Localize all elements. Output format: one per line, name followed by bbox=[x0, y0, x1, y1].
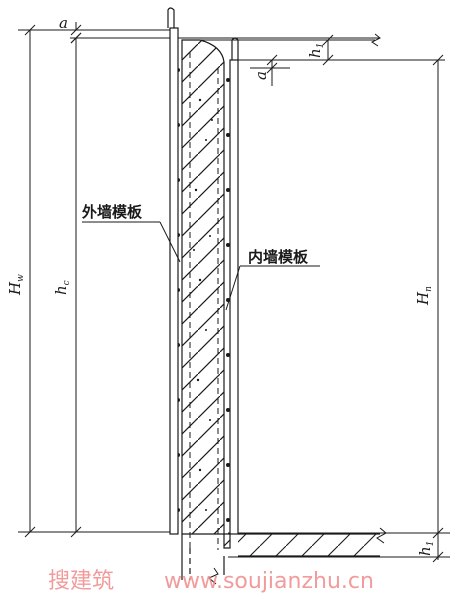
dim-h1-top-label: h1 bbox=[306, 43, 326, 58]
dimension-hc bbox=[70, 32, 82, 538]
leader-lines bbox=[82, 221, 320, 311]
reference-lines bbox=[18, 29, 450, 558]
outer-formwork-label: 外墙模板 bbox=[81, 203, 143, 221]
dim-hn-label: Hn bbox=[414, 286, 434, 306]
aggregate-dots bbox=[193, 98, 213, 511]
break-marks bbox=[208, 33, 387, 585]
dim-hw-label: Hw bbox=[6, 274, 26, 296]
bottom-slab bbox=[238, 533, 380, 557]
dimension-h1-top bbox=[322, 34, 334, 66]
outer-formwork-plank bbox=[167, 7, 179, 535]
dimension-a-top bbox=[70, 22, 82, 44]
inner-formwork-label: 内墙模板 bbox=[248, 248, 309, 266]
lower-wall-stub bbox=[181, 534, 225, 580]
dimension-h1-bottom bbox=[432, 533, 444, 563]
dimension-a-inner bbox=[266, 54, 278, 86]
dim-a-inner-label: a bbox=[252, 71, 270, 80]
dimension-hn bbox=[432, 54, 444, 539]
concrete-wall bbox=[181, 39, 231, 550]
watermark-url: www.soujianzhu.cn bbox=[164, 569, 374, 594]
watermark-site-name: 搜建筑 bbox=[48, 569, 114, 594]
watermark: 搜建筑 www.soujianzhu.cn bbox=[48, 569, 374, 594]
dim-hc-label: hc bbox=[52, 280, 72, 295]
dim-a-top-label: a bbox=[59, 14, 68, 32]
dimension-hw bbox=[24, 24, 36, 538]
dim-h1-bottom-label: h1 bbox=[416, 541, 436, 556]
